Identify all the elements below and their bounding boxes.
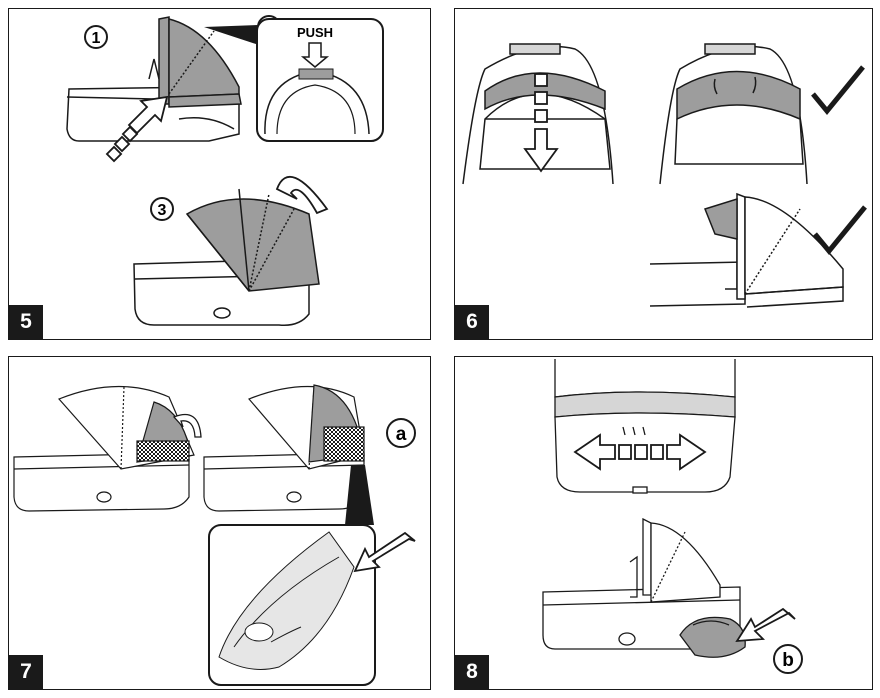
step-number-7: 7: [9, 655, 43, 689]
instruction-panel-8: b 8: [454, 356, 873, 690]
bassinet-rear-view: [554, 359, 736, 494]
mesh-detail-inset: [208, 524, 416, 686]
callout-a-text: a: [396, 424, 407, 445]
expand-horizontal-arrow-icon: [573, 433, 707, 471]
rotate-arrow-icon: [275, 175, 329, 215]
instruction-panel-7: a 7: [8, 356, 431, 690]
step-number-6: 6: [455, 305, 489, 339]
push-down-arrow-icon: [523, 73, 559, 173]
footmuff-pointer-arrow-icon: [735, 607, 796, 643]
instruction-panel-6: 6: [454, 8, 873, 340]
bassinet-canopy-closed: [13, 385, 195, 512]
bassinet-illustration-3: [133, 188, 320, 327]
inset-pointer-arrow-icon: [353, 531, 416, 573]
checkmark-icon: [811, 65, 865, 115]
push-arrow-icon: [300, 42, 330, 68]
instruction-panel-5: 1 2 PUSH: [8, 8, 431, 340]
callout-b-text: b: [782, 650, 794, 671]
step-number-8: 8: [455, 655, 489, 689]
callout-circle-b: b: [773, 644, 803, 674]
bassinet-illustration-1: [66, 16, 242, 142]
panel-7-illustration: a: [13, 384, 416, 686]
zoom-wedge: [345, 465, 374, 525]
bassinet-with-footmuff: [542, 517, 746, 658]
flip-arrow-icon: [172, 413, 202, 438]
checkmark-icon-2: [813, 205, 867, 255]
callout-3-text: 3: [158, 202, 167, 219]
push-label: PUSH: [297, 25, 333, 40]
bassinet-canopy-open: [203, 384, 365, 512]
bassinet-side-view: [649, 192, 844, 308]
push-direction-arrow: [105, 95, 169, 163]
step-number-5: 5: [9, 305, 43, 339]
callout-circle-3: 3: [150, 197, 174, 221]
callout-1-text: 1: [92, 30, 101, 47]
callout-circle-1: 1: [84, 25, 108, 49]
push-detail-inset: PUSH: [256, 18, 384, 142]
panel-8-illustration: b: [542, 359, 803, 674]
panel-5-illustration: 1 2 PUSH: [66, 15, 384, 327]
panel-6-illustration: [462, 43, 867, 308]
stroller-front-after: [659, 43, 808, 185]
zoom-wedge: [204, 25, 259, 45]
callout-circle-a: a: [386, 418, 416, 448]
